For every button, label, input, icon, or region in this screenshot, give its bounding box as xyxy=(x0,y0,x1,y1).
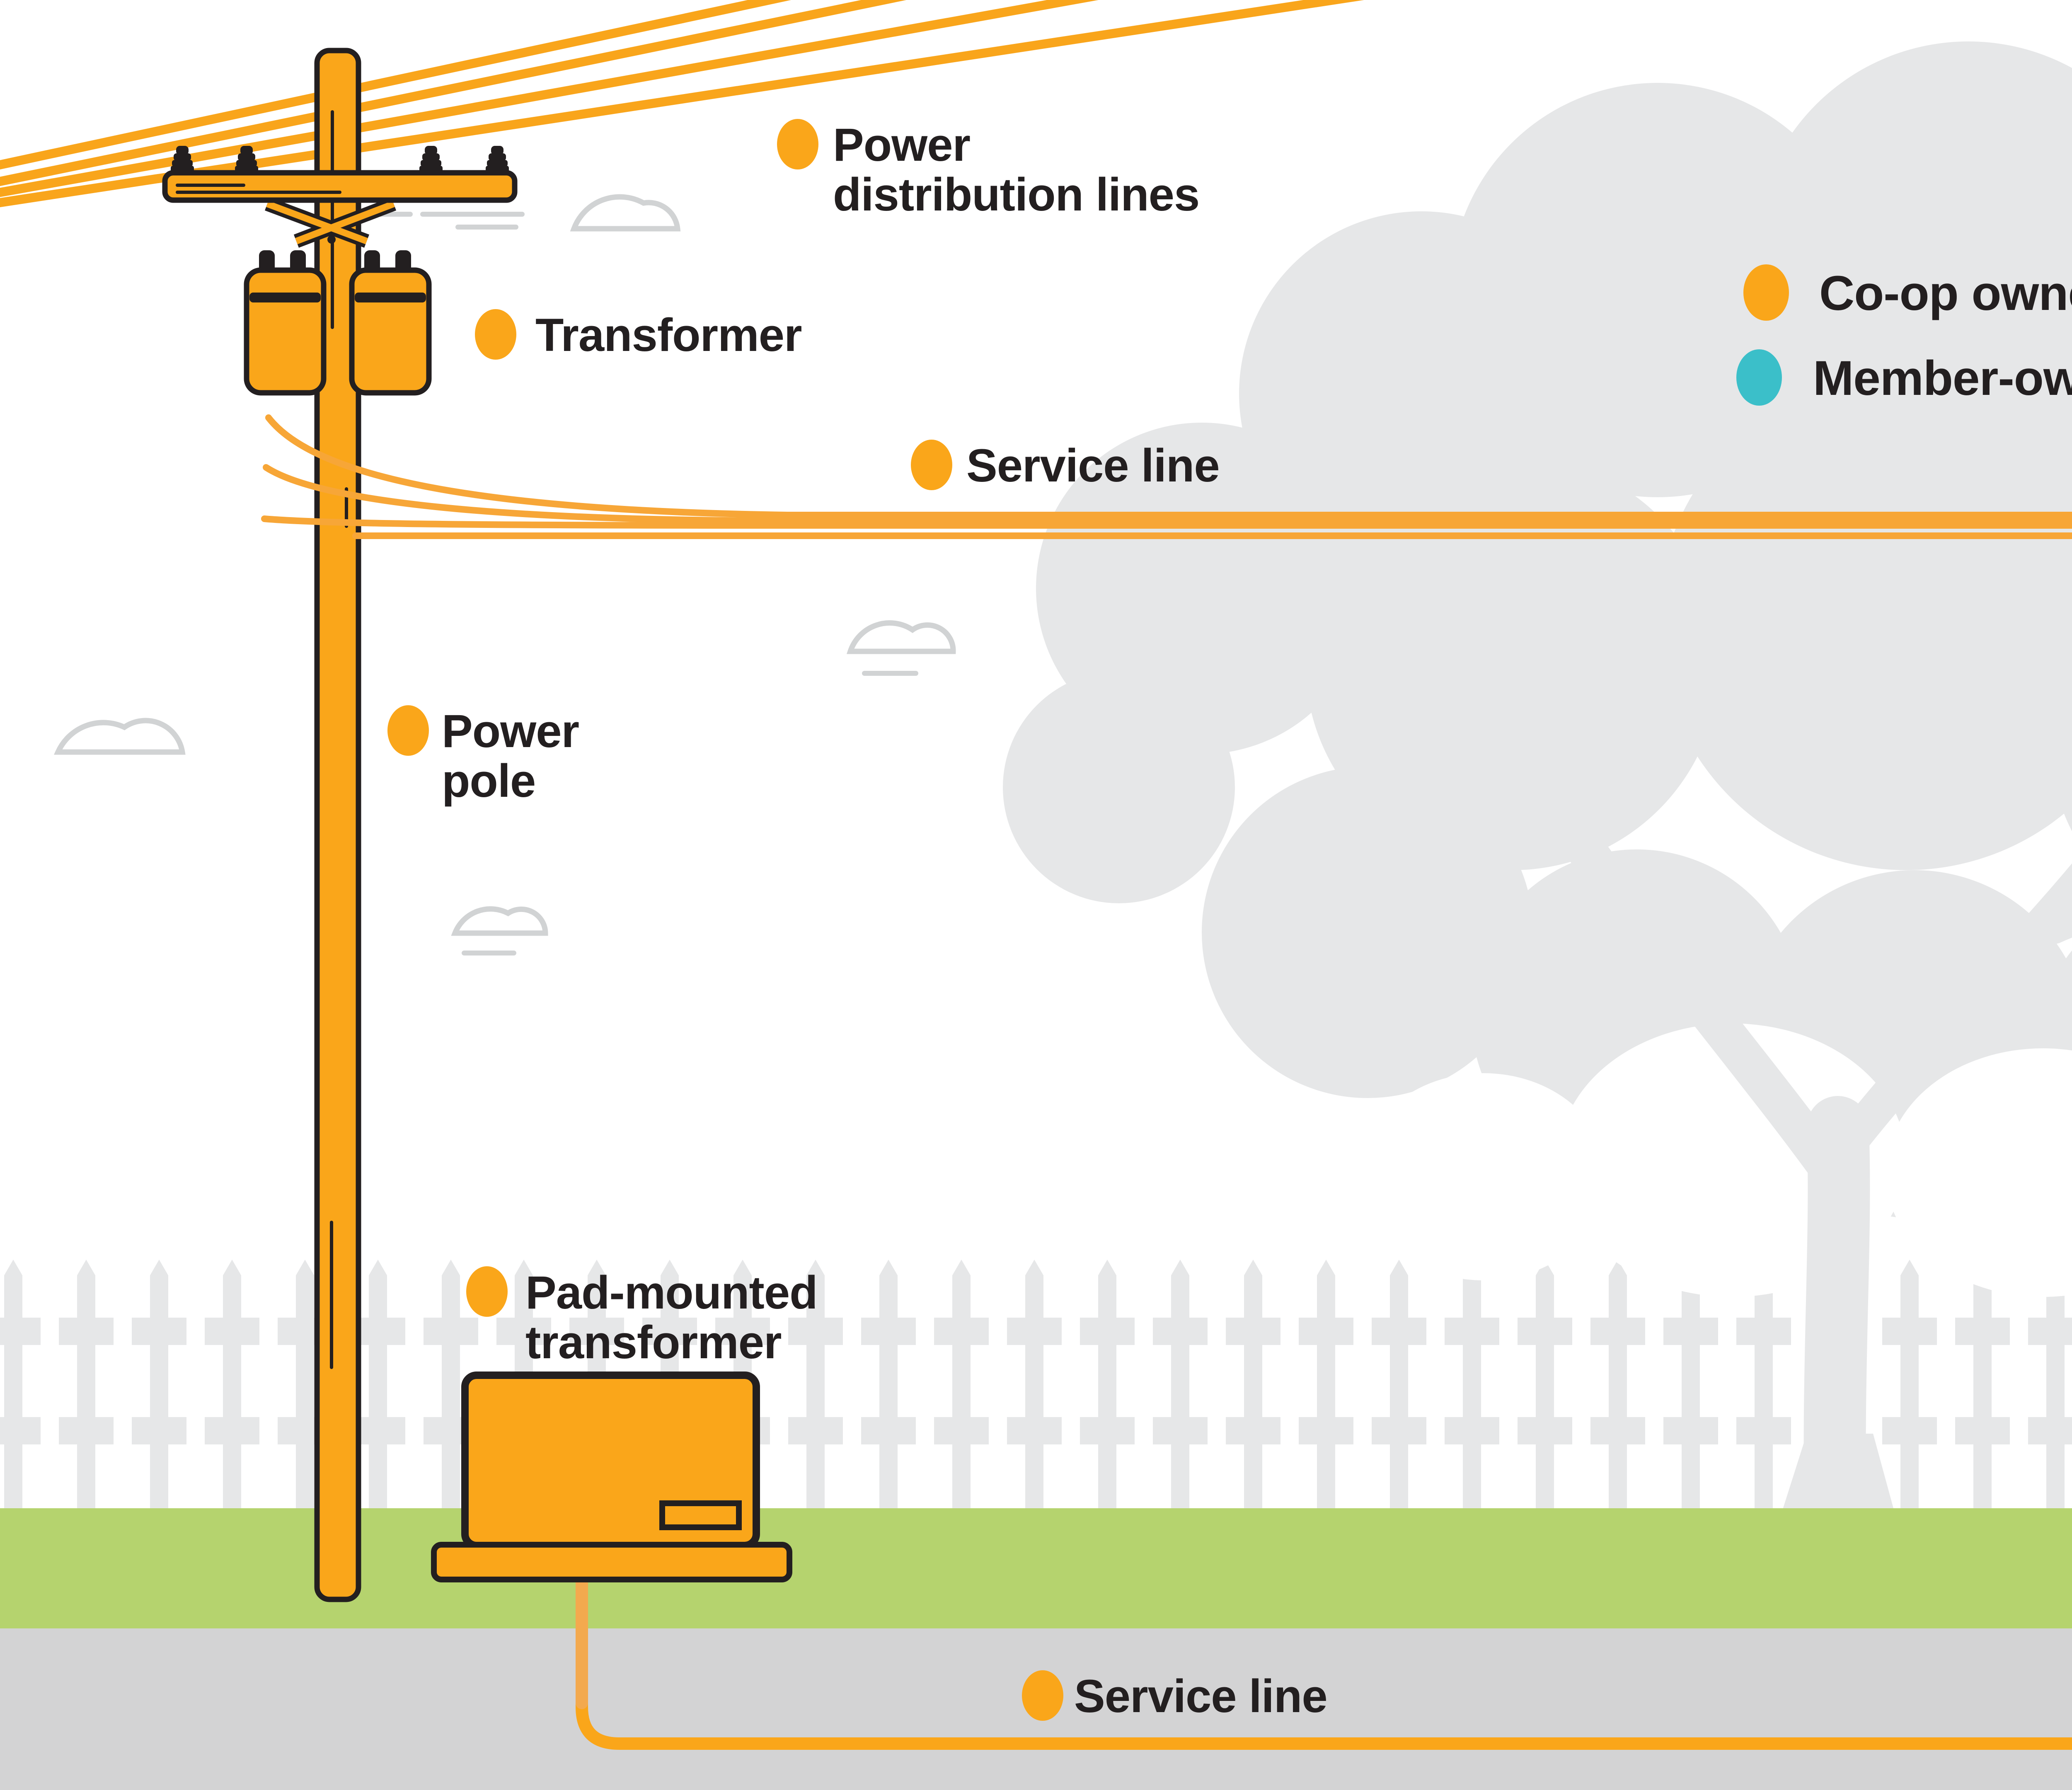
transformer-can xyxy=(244,267,327,396)
cloud xyxy=(570,194,681,232)
insulator-icon xyxy=(235,146,258,173)
power-pole-assembly xyxy=(162,48,518,1602)
legend-member-label: Member-owned xyxy=(1813,351,2072,406)
insulators xyxy=(171,146,509,173)
power-pole-dot xyxy=(387,705,429,756)
transformer-can xyxy=(349,267,432,396)
grass xyxy=(0,1508,2072,1628)
power-distribution-label-1: Power xyxy=(833,119,970,171)
pad-transformer-plate xyxy=(659,1500,742,1530)
pad-transformer-base xyxy=(431,1542,792,1582)
service-line-top-label: Service line xyxy=(966,440,1220,491)
cloud-dashes xyxy=(373,212,918,955)
power-pole-label-2: pole xyxy=(442,755,535,807)
pad-mounted-label-2: transformer xyxy=(525,1316,782,1368)
cloud xyxy=(53,718,186,755)
crossarm-braces xyxy=(265,197,397,248)
service-line-top-path xyxy=(261,414,2072,539)
power-distribution-label-2: distribution lines xyxy=(833,169,1199,220)
legend-member-dot xyxy=(1736,349,1782,406)
service-line-bottom-path xyxy=(576,1568,2072,1750)
service-line-bottom-dot xyxy=(1022,1670,1063,1721)
tree-trunk-base xyxy=(1778,1434,1898,1525)
insulator-icon xyxy=(171,146,194,173)
callout-labels: Power distribution lines Transformer Ser… xyxy=(442,119,2072,1722)
power-pole-label-1: Power xyxy=(442,705,579,757)
power-pole xyxy=(314,48,361,1602)
cloud xyxy=(846,620,956,654)
crossarm-grain xyxy=(176,184,341,194)
pad-mounted-dot xyxy=(466,1266,508,1317)
transformer-label: Transformer xyxy=(535,309,802,361)
pad-mounted-label-1: Pad-mounted xyxy=(525,1267,818,1318)
insulator-icon xyxy=(486,146,509,173)
cloud xyxy=(451,906,548,936)
pole-transformers xyxy=(244,250,432,396)
picket-fence xyxy=(0,1260,2072,1508)
tree-canopy-gaps xyxy=(1359,1023,2072,1297)
service-line-top-dot xyxy=(911,440,952,490)
pad-mounted-transformer xyxy=(431,1372,792,1582)
callout-dots xyxy=(387,119,1789,1721)
insulator-icon xyxy=(419,146,443,173)
power-distribution-dot xyxy=(777,119,818,169)
legend-coop-dot xyxy=(1743,264,1789,321)
clouds xyxy=(53,194,956,936)
legend-coop-label: Co-op owned xyxy=(1819,266,2072,321)
transformer-dot xyxy=(475,309,516,360)
service-line-bottom-label: Service line xyxy=(1074,1670,1327,1722)
